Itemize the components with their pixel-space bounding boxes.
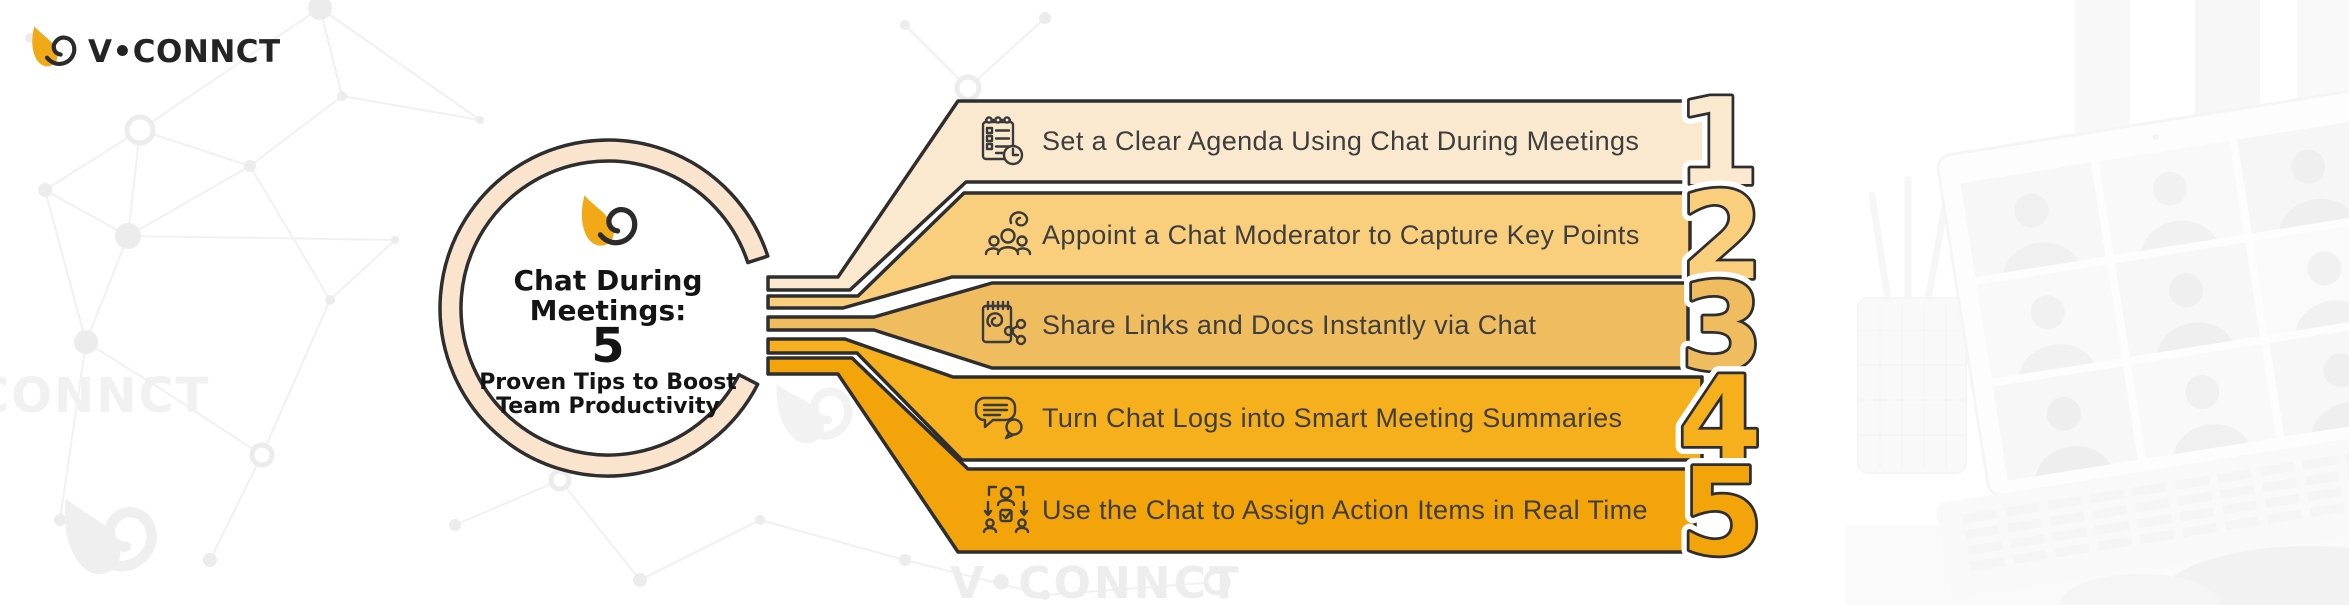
tip-label: Share Links and Docs Instantly via Chat — [1042, 310, 1536, 340]
badge-title-line2: Meetings: — [530, 294, 687, 327]
video-tile — [2131, 344, 2277, 459]
brand-logo-text: V•CONNCT — [88, 34, 281, 70]
video-tile — [2114, 242, 2261, 357]
brand-logo: V•CONNCT — [32, 26, 280, 70]
video-tile — [2253, 220, 2349, 336]
chat-bubbles-summary-icon — [974, 396, 1023, 440]
laptop-screen — [1936, 88, 2349, 498]
tip-banner-1: Set a Clear Agenda Using Chat During Mee… — [766, 66, 1768, 292]
desk — [1845, 525, 2349, 605]
swoosh-watermark-fan — [776, 383, 853, 444]
watermark-bottom-center: V•CONNCT — [950, 558, 1242, 605]
badge-subtitle-line1: Proven Tips to Boost — [479, 370, 737, 395]
tip-label: Turn Chat Logs into Smart Meeting Summar… — [1042, 403, 1622, 433]
share-links-doc-icon — [981, 300, 1027, 346]
curtain-band — [2075, 0, 2130, 240]
video-tile — [2098, 140, 2245, 256]
video-tile — [2237, 118, 2349, 234]
video-tile — [1992, 366, 2138, 481]
agenda-clipboard-clock-icon — [981, 116, 1024, 166]
tip-number-halo: 1 — [1676, 74, 1760, 213]
video-tile — [1976, 264, 2122, 379]
tip-banners: Set a Clear Agenda Using Chat During Mee… — [766, 66, 1772, 591]
laptop — [1936, 88, 2349, 597]
curtain-band — [2195, 0, 2260, 270]
network-pattern — [25, 0, 1231, 600]
v-swoosh-icon — [32, 26, 77, 67]
tip-banner-5: Use the Chat to Assign Action Items in R… — [766, 356, 1772, 591]
tip-number: 4 — [1678, 352, 1762, 491]
badge-ring — [438, 138, 770, 478]
video-call-grid — [1960, 118, 2349, 481]
tip-banner-2: Appoint a Chat Moderator to Capture Key … — [766, 160, 1772, 315]
tip-label: Set a Clear Agenda Using Chat During Mee… — [1042, 126, 1639, 156]
laptop-keyboard — [1936, 423, 2349, 597]
curtain-band — [2297, 0, 2349, 300]
video-tile — [1960, 162, 2106, 278]
badge-title-line1: Chat During — [513, 264, 702, 297]
tip-banner-4: Turn Chat Logs into Smart Meeting Summar… — [766, 337, 1770, 499]
tip-number-halo: 2 — [1680, 168, 1764, 307]
tip-number-halo: 5 — [1680, 444, 1764, 583]
badge-swoosh-icon — [581, 195, 638, 246]
background-photo — [1845, 0, 2349, 605]
badge-subtitle-line2: Team Productivity — [496, 394, 720, 419]
watermark-left: CONNCT — [0, 368, 210, 424]
badge-inner-disc — [442, 142, 774, 474]
pencil-cup — [1857, 176, 1967, 474]
tip-number: 2 — [1680, 168, 1764, 307]
tip-number: 1 — [1676, 74, 1760, 213]
center-badge: Chat During Meetings: 5 Proven Tips to B… — [438, 138, 774, 478]
assign-action-items-icon — [982, 485, 1030, 534]
tip-label: Use the Chat to Assign Action Items in R… — [1042, 495, 1648, 525]
tip-label: Appoint a Chat Moderator to Capture Key … — [1042, 220, 1640, 250]
badge-count: 5 — [591, 318, 624, 374]
hand-on-mouse — [2160, 546, 2349, 605]
webcam-dot — [2152, 134, 2159, 141]
moderator-people-icon — [984, 211, 1032, 256]
tip-number: 5 — [1680, 444, 1764, 583]
swoosh-watermark-bottom-left — [64, 497, 157, 574]
hand-shadow — [2060, 574, 2220, 605]
